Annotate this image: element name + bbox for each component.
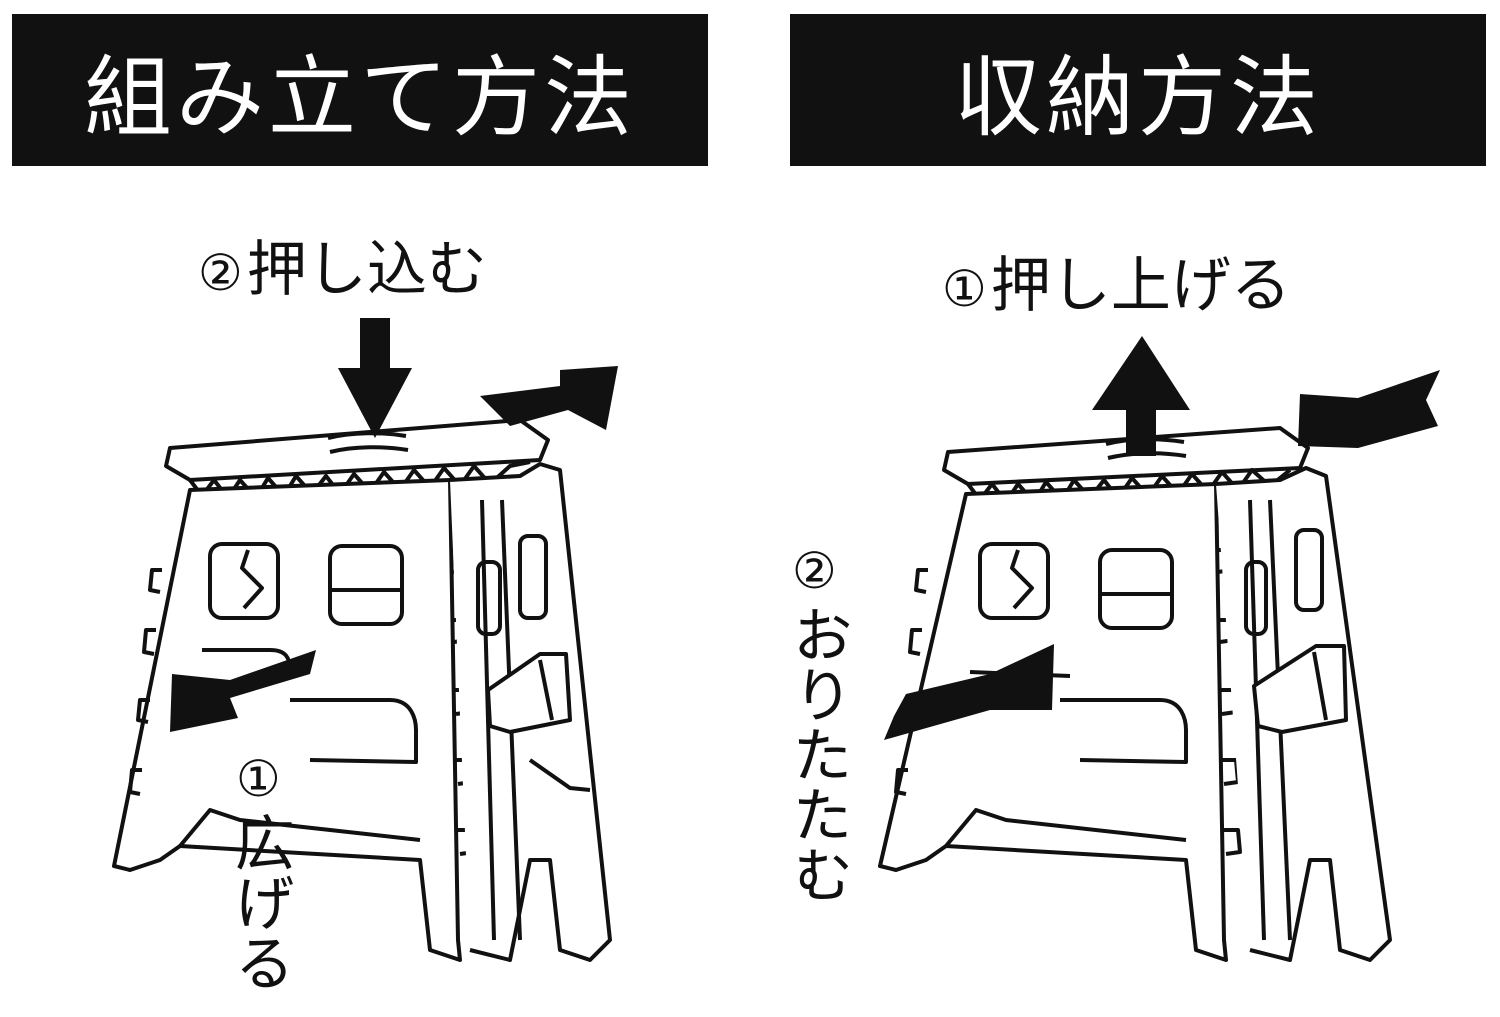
assembly-step2-text: 押し込む <box>246 235 487 305</box>
assembly-step2-number: ② <box>198 244 243 302</box>
storage-step2-number: ② <box>792 542 837 600</box>
storage-step1-label: ①押し上げる <box>942 256 1291 316</box>
assembly-header: 組み立て方法 <box>12 14 708 166</box>
storage-stool-illustration <box>878 336 1440 962</box>
assembly-step1-number: ① <box>236 750 281 808</box>
assembly-stool-illustration <box>112 318 618 962</box>
storage-step1-number: ① <box>942 260 987 318</box>
storage-header: 収納方法 <box>790 14 1486 166</box>
storage-step2-text: おりたたむ <box>782 604 853 904</box>
assembly-step2-label: ②押し込む <box>198 240 487 300</box>
assembly-step1-text: 広げる <box>224 812 295 992</box>
storage-title: 収納方法 <box>953 45 1322 149</box>
assembly-title: 組み立て方法 <box>83 45 636 149</box>
storage-step1-text: 押し上げる <box>990 251 1291 321</box>
